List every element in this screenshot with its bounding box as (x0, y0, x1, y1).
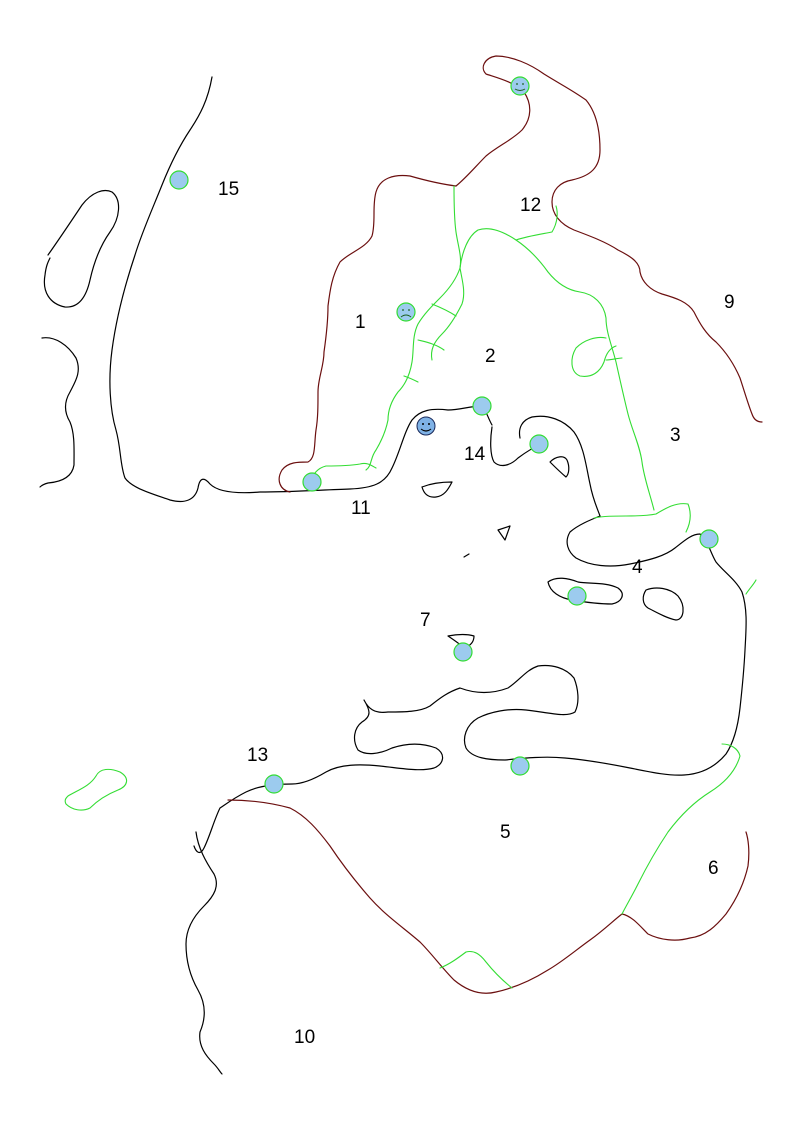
path-12-3 (459, 228, 655, 511)
river-west (109, 76, 493, 503)
node-4[interactable] (567, 586, 587, 606)
region-label-15: 15 (218, 179, 239, 200)
region-label-7: 7 (420, 610, 431, 631)
coast-east (193, 515, 747, 854)
path-5-south (439, 950, 513, 989)
path-1-north (365, 185, 462, 471)
region-label-4: 4 (632, 557, 643, 578)
region-label-9: 9 (724, 292, 735, 313)
path-1-branch-3 (403, 375, 419, 383)
coast-west (39, 337, 79, 488)
path-12-branch (515, 205, 558, 241)
node-14[interactable] (529, 434, 549, 454)
border-region-1 (278, 174, 457, 493)
nodes (169, 170, 719, 794)
border-north (455, 55, 763, 423)
path-4 (593, 503, 691, 533)
node-15[interactable] (169, 170, 189, 190)
path-6 (621, 743, 741, 915)
node-13[interactable] (264, 774, 284, 794)
island-west (43, 189, 120, 308)
happy-face-icon[interactable] (510, 76, 530, 96)
sad-face-icon[interactable] (396, 302, 416, 322)
path-3-loop (571, 336, 617, 377)
happy-face-icon[interactable] (416, 416, 436, 436)
node-11[interactable] (302, 472, 322, 492)
path-1-branch-2 (417, 339, 445, 351)
green-lines (64, 185, 757, 989)
region-label-11: 11 (351, 498, 371, 519)
path-3-tick (605, 357, 623, 361)
river-southwest (185, 831, 223, 1075)
node-5[interactable] (510, 756, 530, 776)
region-label-5: 5 (500, 822, 511, 843)
region-label-10: 10 (294, 1027, 315, 1048)
red-lines (227, 55, 763, 994)
path-4-east (745, 579, 757, 595)
region-labels: 15 12 9 1 2 3 14 11 4 7 13 5 6 10 (218, 179, 735, 1048)
path-11 (311, 462, 377, 483)
loop-14 (518, 415, 601, 517)
region-label-3: 3 (670, 425, 681, 446)
island-green-west (64, 768, 128, 811)
region-label-14: 14 (464, 444, 486, 465)
shape-small-14 (549, 456, 570, 478)
path-1-branch (430, 267, 465, 361)
node-4-east[interactable] (699, 529, 719, 549)
region-label-13: 13 (247, 745, 268, 766)
path-1-branch-4 (431, 303, 457, 317)
river-14 (490, 426, 541, 467)
region-label-1: 1 (355, 312, 366, 333)
shape-small-7 (447, 633, 475, 649)
border-south (227, 799, 750, 994)
shape-triangle (497, 525, 511, 541)
region-label-6: 6 (708, 858, 719, 879)
shape-small-11 (421, 481, 453, 498)
region-label-12: 12 (520, 195, 541, 216)
black-lines (39, 76, 747, 1075)
node-2[interactable] (472, 396, 492, 416)
shape-dash (463, 553, 470, 558)
shape-4-right (642, 587, 684, 621)
node-7[interactable] (453, 642, 473, 662)
region-label-2: 2 (485, 346, 496, 367)
